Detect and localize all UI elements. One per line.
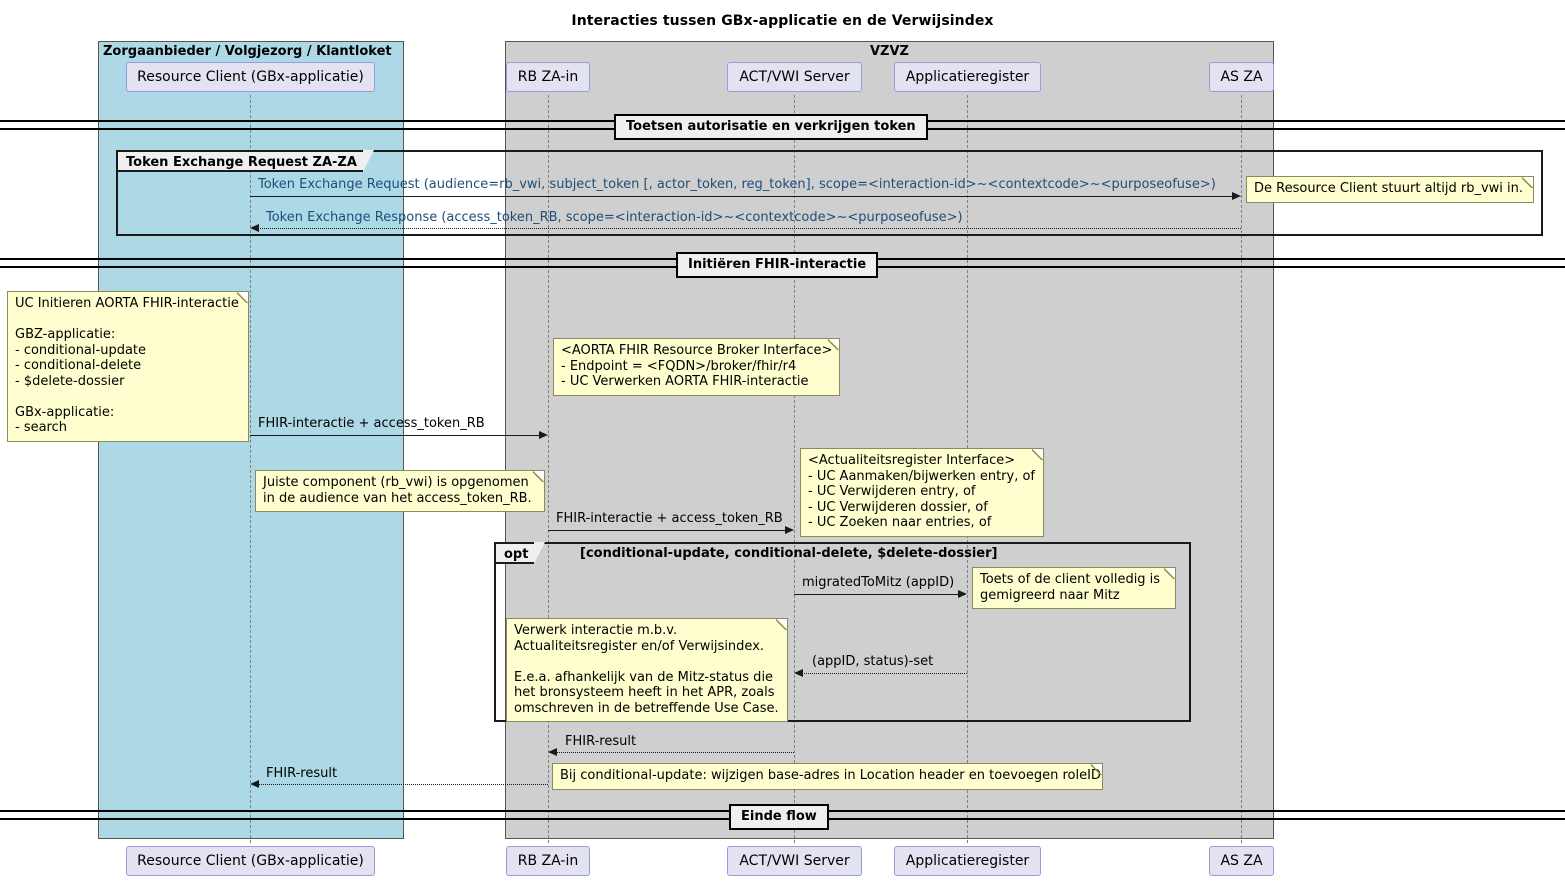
message-label-token-exchange-request: Token Exchange Request (audience=rb_vwi,… bbox=[258, 177, 1216, 192]
message-line-8 bbox=[258, 784, 548, 785]
message-label-fhir-result-2: FHIR-result bbox=[266, 766, 338, 781]
message-line-4 bbox=[548, 530, 785, 531]
frame-keyword-token-exchange: Token Exchange Request ZA-ZA bbox=[116, 150, 374, 172]
message-arrowhead-8 bbox=[250, 780, 259, 788]
divider-label-initieren-fhir-interactie: Initiëren FHIR-interactie bbox=[676, 252, 879, 278]
divider-label-einde-flow: Einde flow bbox=[729, 804, 829, 830]
lifeline-act-vwi-server bbox=[794, 95, 795, 843]
message-arrowhead-1 bbox=[1232, 192, 1241, 200]
frame-keyword-opt: opt bbox=[494, 542, 547, 564]
participant-act-bottom[interactable]: ACT/VWI Server bbox=[727, 846, 862, 876]
message-line-2 bbox=[258, 228, 1241, 229]
note-juiste-component-rb-vwi: Juiste component (rb_vwi) is opgenomen i… bbox=[255, 470, 545, 512]
lifeline-as-za bbox=[1241, 95, 1242, 843]
page-title: Interacties tussen GBx-applicatie en de … bbox=[571, 13, 994, 29]
note-toets-client-gemigreerd: Toets of de client volledig is gemigreer… bbox=[972, 567, 1176, 609]
participant-act-top[interactable]: ACT/VWI Server bbox=[727, 62, 862, 92]
note-actualiteitsregister-interface: <Actualiteitsregister Interface> - UC Aa… bbox=[800, 448, 1044, 537]
participant-box-label-left: Zorgaanbieder / Volgjezorg / Klantloket bbox=[103, 44, 392, 59]
message-arrowhead-3 bbox=[539, 431, 548, 439]
message-line-6 bbox=[802, 673, 967, 674]
message-arrowhead-5 bbox=[958, 590, 967, 598]
message-label-fhir-interactie-2: FHIR-interactie + access_token_RB bbox=[556, 511, 783, 526]
participant-as-top[interactable]: AS ZA bbox=[1209, 62, 1274, 92]
divider-label-toetsen-autorisatie: Toetsen autorisatie en verkrijgen token bbox=[614, 114, 928, 140]
lifeline-client bbox=[250, 95, 251, 843]
message-line-3 bbox=[250, 435, 539, 436]
message-label-fhir-result-1: FHIR-result bbox=[565, 734, 637, 749]
frame-token-exchange-request: Token Exchange Request ZA-ZA bbox=[116, 150, 1554, 236]
participant-apr-top[interactable]: Applicatieregister bbox=[894, 62, 1041, 92]
message-arrowhead-6 bbox=[794, 669, 803, 677]
note-bij-conditional-update: Bij conditional-update: wijzigen base-ad… bbox=[552, 763, 1103, 790]
note-resource-client-rb-vwi: De Resource Client stuurt altijd rb_vwi … bbox=[1246, 176, 1534, 203]
participant-apr-bottom[interactable]: Applicatieregister bbox=[894, 846, 1041, 876]
frame-condition-opt: [conditional-update, conditional-delete,… bbox=[580, 546, 998, 561]
message-line-5 bbox=[794, 594, 958, 595]
message-label-fhir-interactie-1: FHIR-interactie + access_token_RB bbox=[258, 416, 485, 431]
message-arrowhead-4 bbox=[785, 526, 794, 534]
message-label-migrated-to-mitz: migratedToMitz (appID) bbox=[802, 575, 955, 590]
participant-client-top[interactable]: Resource Client (GBx-applicatie) bbox=[126, 62, 375, 92]
note-verwerk-interactie: Verwerk interactie m.b.v. Actualiteitsre… bbox=[506, 618, 788, 722]
message-label-token-exchange-response: Token Exchange Response (access_token_RB… bbox=[266, 210, 963, 225]
note-aorta-fhir-broker-interface: <AORTA FHIR Resource Broker Interface> -… bbox=[553, 338, 840, 396]
participant-client-bottom[interactable]: Resource Client (GBx-applicatie) bbox=[126, 846, 375, 876]
note-uc-initieren-aorta: UC Initieren AORTA FHIR-interactie GBZ-a… bbox=[7, 291, 249, 442]
lifeline-rb-za-in bbox=[548, 95, 549, 843]
message-line-7 bbox=[556, 752, 794, 753]
message-line-1 bbox=[250, 196, 1232, 197]
message-arrowhead-7 bbox=[548, 748, 557, 756]
message-label-appid-status-set: (appID, status)-set bbox=[812, 654, 934, 669]
participant-as-bottom[interactable]: AS ZA bbox=[1209, 846, 1274, 876]
participant-rb-top[interactable]: RB ZA-in bbox=[506, 62, 590, 92]
message-arrowhead-2 bbox=[250, 224, 259, 232]
participant-rb-bottom[interactable]: RB ZA-in bbox=[506, 846, 590, 876]
participant-box-label-right: VZVZ bbox=[870, 44, 909, 59]
